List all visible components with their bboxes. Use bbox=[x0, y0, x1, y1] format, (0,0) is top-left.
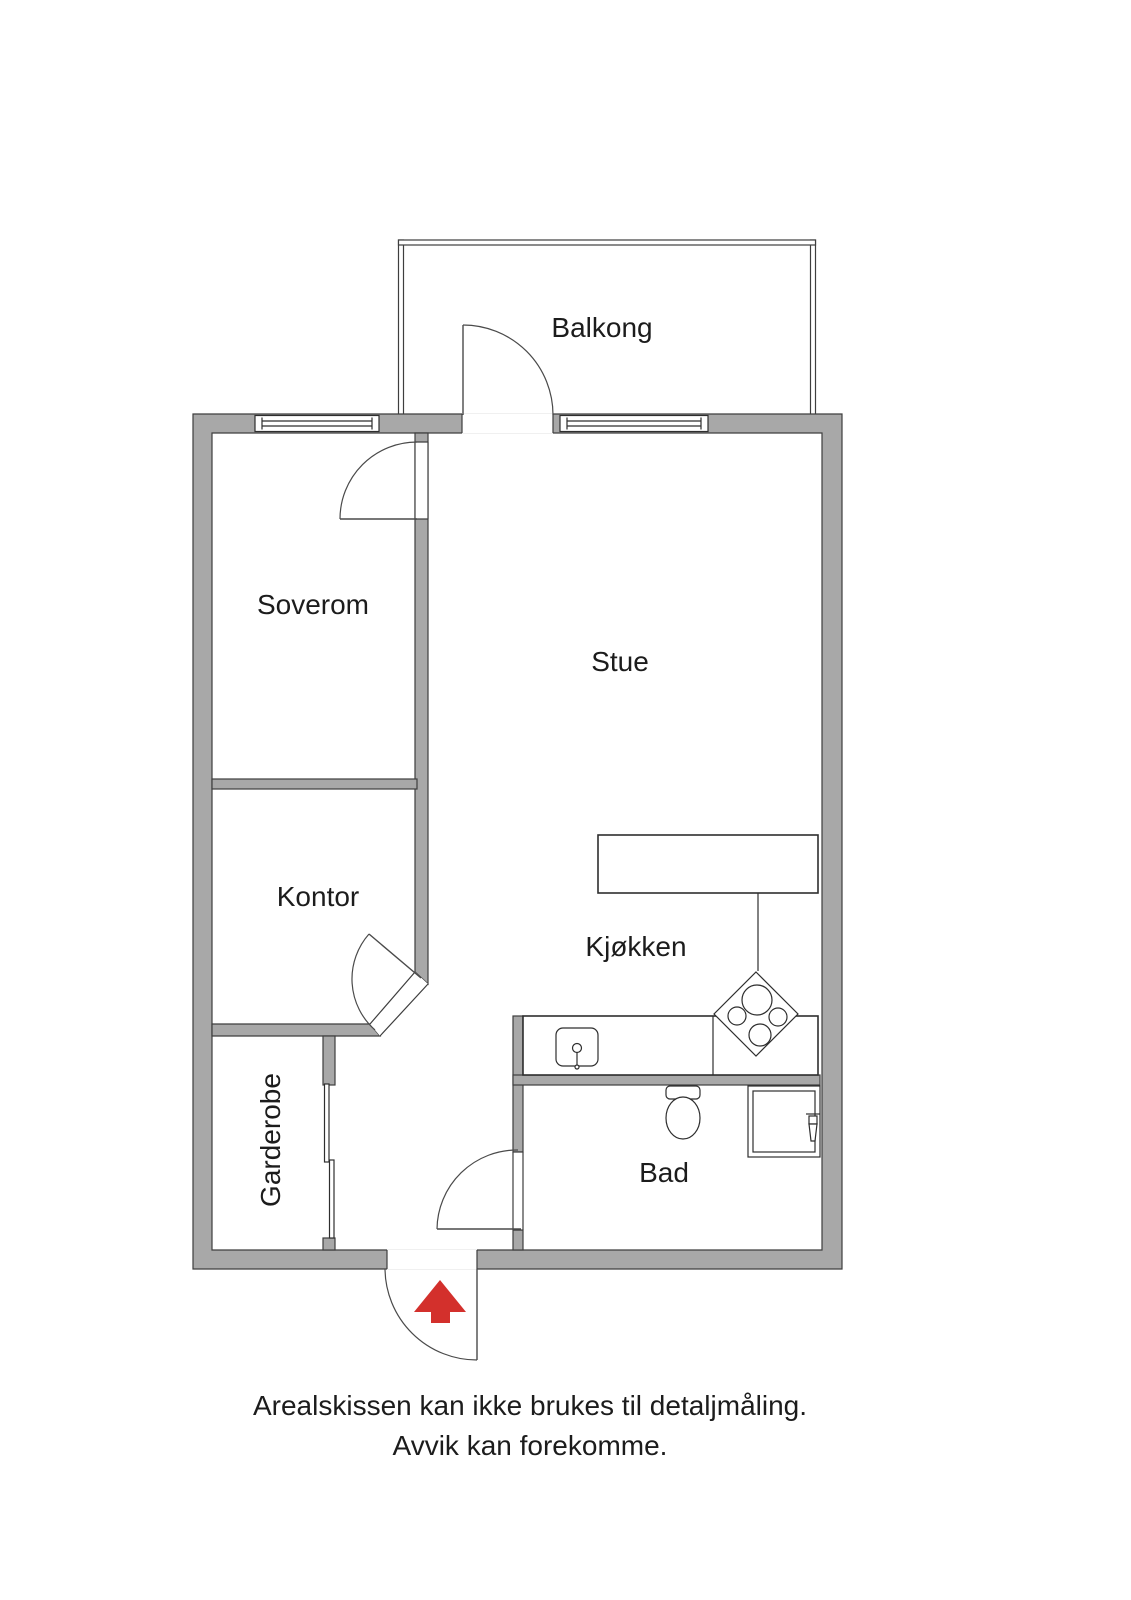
bathroom-fixtures bbox=[665, 1085, 821, 1158]
label-balcony: Balkong bbox=[551, 312, 652, 343]
entrance-direction-arrow bbox=[414, 1280, 466, 1323]
kitchen-sink-icon bbox=[555, 1027, 599, 1070]
balcony-door-opening bbox=[462, 413, 553, 434]
disclaimer-line-1: Arealskissen kan ikke brukes til detaljm… bbox=[253, 1390, 807, 1421]
disclaimer: Arealskissen kan ikke brukes til detaljm… bbox=[253, 1390, 807, 1461]
wall-openings bbox=[369, 413, 554, 1270]
wall-wardrobe-top bbox=[322, 1035, 336, 1086]
room-labels: Balkong Soverom Stue Kontor Kjøkken Gard… bbox=[255, 312, 689, 1207]
balcony-wall-top bbox=[397, 239, 817, 246]
balcony-door bbox=[462, 324, 554, 416]
wall-bedroom-office bbox=[211, 778, 418, 790]
label-living: Stue bbox=[591, 646, 649, 677]
disclaimer-line-2: Avvik kan forekomme. bbox=[393, 1430, 668, 1461]
wall-kitchen-bathroom bbox=[512, 1074, 821, 1086]
stove-burners-icon bbox=[713, 971, 799, 1057]
office-door bbox=[351, 933, 422, 1031]
windows bbox=[254, 414, 709, 433]
office-door-opening bbox=[370, 972, 428, 1036]
label-bathroom: Bad bbox=[639, 1157, 689, 1188]
toilet-icon bbox=[665, 1085, 701, 1140]
kitchen-fixtures bbox=[522, 834, 819, 1076]
wall-bathroom-left-lower bbox=[512, 1229, 524, 1251]
label-office: Kontor bbox=[277, 881, 360, 912]
living-window bbox=[559, 414, 709, 433]
balcony-wall-right bbox=[809, 239, 817, 416]
bathroom-door-opening bbox=[512, 1152, 524, 1230]
doors bbox=[323, 324, 554, 1361]
entrance-door bbox=[384, 1268, 478, 1361]
balcony-wall-left bbox=[397, 239, 405, 416]
outer-walls bbox=[192, 413, 843, 1270]
kitchen-peninsula-counter bbox=[597, 834, 819, 894]
bathroom-door bbox=[436, 1149, 521, 1230]
wardrobe-sliding-door bbox=[323, 1083, 335, 1239]
bedroom-door bbox=[339, 441, 418, 520]
bedroom-window bbox=[254, 414, 380, 433]
wall-wardrobe-bottom-stub bbox=[322, 1237, 336, 1251]
bedroom-door-opening bbox=[414, 442, 429, 519]
entrance-opening bbox=[387, 1249, 477, 1270]
shower-cabin-icon bbox=[747, 1085, 821, 1158]
wall-office-bottom bbox=[211, 1023, 382, 1037]
label-wardrobe: Garderobe bbox=[255, 1073, 286, 1207]
label-bedroom: Soverom bbox=[257, 589, 369, 620]
label-kitchen: Kjøkken bbox=[585, 931, 686, 962]
